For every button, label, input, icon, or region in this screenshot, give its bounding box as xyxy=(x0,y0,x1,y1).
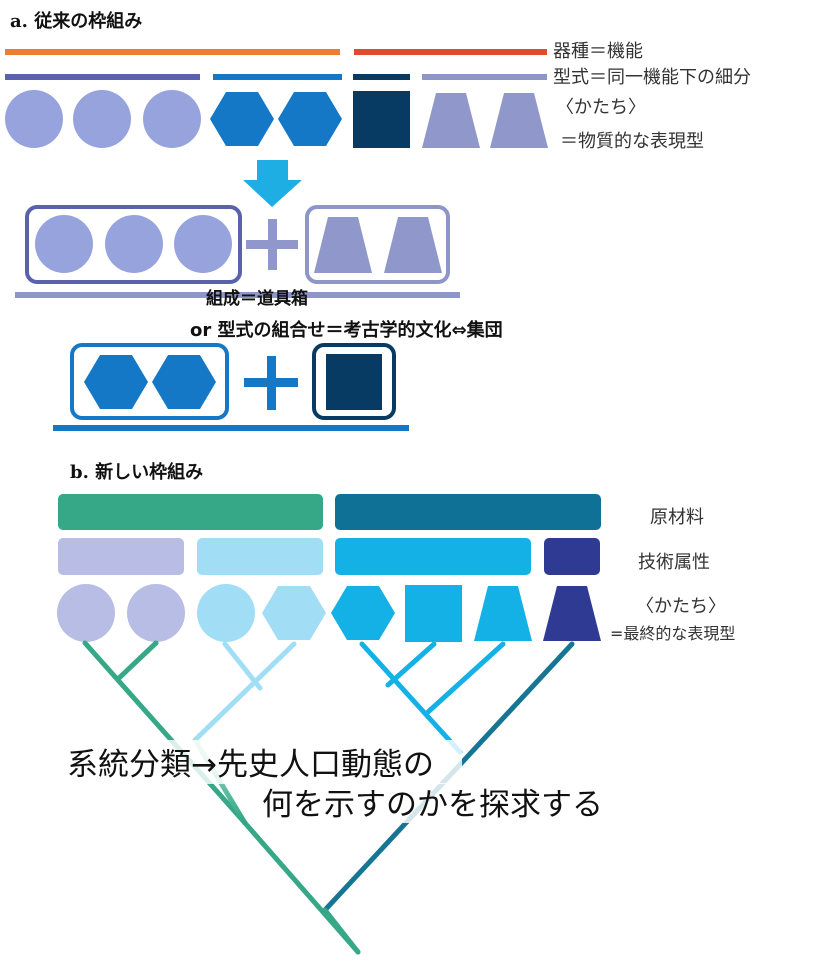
trapezoid-shape xyxy=(314,217,372,273)
circle-shape xyxy=(105,215,163,273)
trapezoid-shape xyxy=(422,93,480,148)
legend-final-phenotype-label: =最終的な表現型 xyxy=(610,624,735,643)
legend-type-label: 型式＝同一機能下の細分 xyxy=(553,67,751,88)
tree-caption-line2: 何を示すのかを探求する xyxy=(262,787,603,823)
panel-a-title: a. 従来の枠組み xyxy=(10,10,142,32)
hexagon-shape xyxy=(262,586,326,640)
trapezoid-shape xyxy=(474,586,532,641)
square-group-box xyxy=(312,343,396,420)
technology-bar-dark-blue xyxy=(544,538,600,575)
hexagon-shape xyxy=(210,92,274,146)
assemblage-label: 組成＝道具箱 xyxy=(206,288,308,309)
function-bar-orange xyxy=(5,49,340,55)
circle-shape xyxy=(127,584,185,642)
circle-shape xyxy=(143,90,201,148)
circle-shape xyxy=(73,90,131,148)
legend-form-label-b: 〈かたち〉 xyxy=(636,596,726,617)
square-shape xyxy=(353,91,410,148)
caption-backdrop xyxy=(62,740,462,784)
trapezoids-group-box xyxy=(305,205,450,284)
trapezoid-shape xyxy=(384,217,442,273)
combination-label: or 型式の組合せ＝考古学的文化⇔集団 xyxy=(190,319,503,341)
raw-material-bar-teal xyxy=(335,494,601,530)
legend-form-label: 〈かたち〉 xyxy=(556,97,646,118)
panel-b-title: b. 新しい枠組み xyxy=(70,461,203,483)
type-bar-hexagons xyxy=(213,74,342,80)
circle-shape xyxy=(35,215,93,273)
technology-bar-light-cyan xyxy=(197,538,323,575)
legend-raw-material-label: 原材料 xyxy=(650,507,704,528)
square-shape xyxy=(326,354,382,410)
tree-caption-line1: 系統分類→先史人口動態の xyxy=(67,747,434,783)
type-bar-trapezoids xyxy=(422,74,547,80)
assemblage-bar xyxy=(15,292,460,298)
function-bar-red xyxy=(354,49,547,55)
caption-backdrop xyxy=(258,783,618,823)
technology-bar-cyan xyxy=(335,538,531,575)
circle-shape xyxy=(174,215,232,273)
hexagon-shape xyxy=(331,586,395,640)
phylogenetic-tree xyxy=(82,640,575,955)
circle-shape xyxy=(5,90,63,148)
hexagon-shape xyxy=(152,355,216,409)
combination-bar xyxy=(53,425,409,431)
circles-group-box xyxy=(25,205,242,284)
legend-function-label: 器種＝機能 xyxy=(553,41,643,62)
legend-technology-label: 技術属性 xyxy=(638,552,710,573)
down-arrow-icon xyxy=(243,160,302,207)
plus-icon xyxy=(244,356,298,410)
circle-shape xyxy=(57,584,115,642)
hexagon-shape xyxy=(84,355,148,409)
trapezoid-shape xyxy=(490,93,548,148)
hexagon-shape xyxy=(278,92,342,146)
type-bar-square xyxy=(353,74,410,80)
type-bar-circles xyxy=(5,74,200,80)
technology-bar-lavender xyxy=(58,538,184,575)
hexagons-group-box xyxy=(70,343,229,420)
legend-phenotype-label: ＝物質的な表現型 xyxy=(560,131,704,152)
square-shape xyxy=(405,585,462,642)
raw-material-bar-green xyxy=(58,494,323,530)
circle-shape xyxy=(197,584,255,642)
plus-icon xyxy=(246,219,298,270)
trapezoid-shape xyxy=(543,586,601,641)
